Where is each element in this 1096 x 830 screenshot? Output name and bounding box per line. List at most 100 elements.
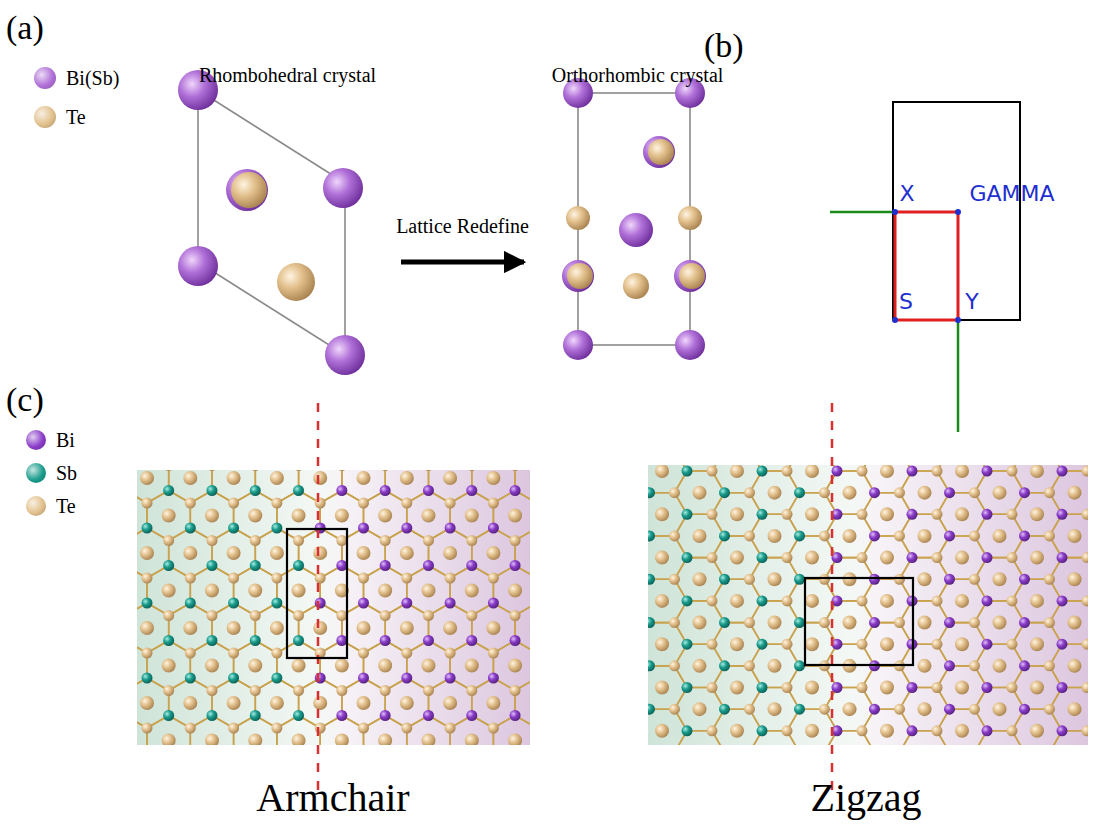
lattice-atom bbox=[445, 598, 456, 609]
lattice-atom bbox=[944, 617, 955, 628]
lattice-atom bbox=[185, 673, 196, 684]
te-atom bbox=[655, 724, 669, 738]
lattice-atom bbox=[250, 635, 261, 646]
lattice-atom bbox=[932, 682, 943, 693]
lattice-atom bbox=[445, 523, 456, 534]
bond-hexagon bbox=[750, 601, 800, 644]
lattice-atom bbox=[648, 617, 655, 628]
lattice-atom bbox=[707, 639, 718, 650]
te-atom bbox=[421, 659, 435, 673]
bond-hexagon bbox=[648, 731, 650, 745]
lattice-atom bbox=[423, 485, 434, 496]
bond-hexagon bbox=[712, 465, 762, 493]
lattice-atom bbox=[293, 560, 304, 571]
lattice-atom bbox=[1082, 509, 1089, 520]
lattice-atom bbox=[401, 648, 412, 659]
bond-hexagon bbox=[1050, 601, 1089, 644]
bond-hexagon bbox=[169, 678, 212, 728]
bond-hexagon bbox=[750, 471, 800, 514]
lattice-atom bbox=[163, 610, 174, 621]
te-atom bbox=[140, 621, 154, 635]
te-atom bbox=[768, 702, 782, 716]
lattice-atom bbox=[206, 635, 217, 646]
lattice-atom bbox=[744, 660, 755, 671]
lattice-atom bbox=[832, 466, 843, 477]
lattice-atom bbox=[142, 498, 153, 509]
lattice-atom bbox=[185, 573, 196, 584]
lattice-atom bbox=[1007, 639, 1018, 650]
bond-hexagon bbox=[937, 666, 987, 709]
bond-hexagon bbox=[342, 678, 385, 728]
te-atom bbox=[357, 471, 371, 485]
bond-hexagon bbox=[137, 528, 169, 578]
bond-hexagon bbox=[750, 644, 800, 687]
bond-hexagon bbox=[648, 465, 650, 471]
lattice-atom bbox=[1019, 487, 1030, 498]
lattice-atom bbox=[1044, 530, 1055, 541]
lattice-atom bbox=[1007, 725, 1018, 736]
te-atom bbox=[768, 572, 782, 586]
te-atom bbox=[508, 509, 522, 523]
te-atom bbox=[693, 529, 707, 543]
bond-hexagon bbox=[648, 666, 687, 709]
crystal-cell: Orthorhombic crystal bbox=[526, 64, 749, 364]
te-atom bbox=[292, 584, 306, 598]
lattice-atom bbox=[445, 498, 456, 509]
bond-hexagon bbox=[1050, 514, 1089, 557]
lattice-atom bbox=[819, 574, 830, 585]
lattice-atom bbox=[142, 723, 153, 734]
te-atom bbox=[993, 486, 1007, 500]
lattice-atom bbox=[293, 635, 304, 646]
te-atom bbox=[805, 551, 819, 565]
te-atom bbox=[918, 659, 932, 673]
te-atom bbox=[768, 616, 782, 630]
lattice-atom bbox=[1044, 660, 1055, 671]
lattice-atom bbox=[894, 487, 905, 498]
lattice-atom bbox=[380, 470, 391, 471]
te-atom bbox=[313, 546, 327, 560]
bond-hexagon bbox=[1012, 465, 1062, 493]
lattice-atom bbox=[336, 635, 347, 646]
legend-text: Te bbox=[56, 495, 76, 517]
lattice-atom bbox=[423, 635, 434, 646]
lattice-atom bbox=[250, 560, 261, 571]
edge-type-label: Armchair bbox=[256, 776, 409, 820]
bond-hexagon bbox=[320, 566, 363, 616]
lattice-atom bbox=[794, 530, 805, 541]
te-atom bbox=[486, 471, 500, 485]
lattice-atom bbox=[782, 639, 793, 650]
te-atom bbox=[248, 584, 262, 598]
lattice-atom bbox=[894, 704, 905, 715]
legend-swatch bbox=[26, 430, 46, 450]
te-atom bbox=[357, 546, 371, 560]
bond-hexagon bbox=[450, 641, 493, 691]
lattice-atom bbox=[271, 723, 282, 734]
lattice-atom bbox=[142, 573, 153, 584]
lattice-atom bbox=[794, 487, 805, 498]
te-atom bbox=[693, 616, 707, 630]
te-atom bbox=[880, 551, 894, 565]
lattice-atom bbox=[315, 498, 326, 509]
lattice-atom bbox=[782, 552, 793, 563]
lattice-atom bbox=[336, 685, 347, 696]
lattice-atom bbox=[163, 470, 174, 471]
lattice-atom bbox=[782, 725, 793, 736]
legend-text: Bi(Sb) bbox=[66, 67, 119, 89]
lattice-atom bbox=[488, 723, 499, 734]
lattice-atom bbox=[744, 574, 755, 585]
te-atom bbox=[1030, 507, 1044, 521]
lattice-atom bbox=[944, 704, 955, 715]
bond-hexagon bbox=[787, 536, 837, 579]
legend-text: Bi bbox=[56, 429, 75, 451]
lattice-atom bbox=[1082, 725, 1089, 736]
bond-hexagon bbox=[787, 666, 837, 709]
te-atom bbox=[880, 465, 894, 478]
lattice-atom bbox=[488, 598, 499, 609]
lattice-atom bbox=[510, 470, 521, 471]
legend-text: Te bbox=[66, 106, 86, 128]
bond-hexagon bbox=[712, 623, 762, 666]
lattice-atom bbox=[907, 466, 918, 477]
lattice-atom bbox=[358, 723, 369, 734]
te-atom bbox=[140, 696, 154, 710]
lattice-atom bbox=[1044, 617, 1055, 628]
